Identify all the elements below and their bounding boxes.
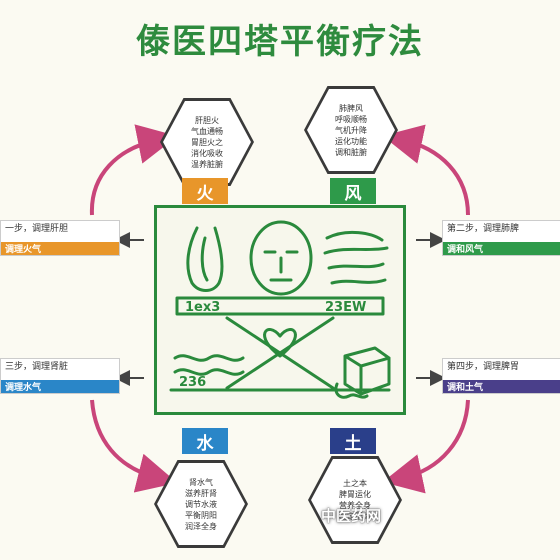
arrow-top-left [89,124,178,216]
side-box-right-top-line1: 第二步，调理肺脾 [443,221,560,242]
arrow-top-right [382,124,470,216]
side-box-right-bottom-line2: 调和土气 [443,380,560,393]
hexagon-water: 肾水气 滋养肝肾 调节水液 平衡阴阳 润泽全身 [154,460,248,548]
hexagon-wind-text: 肺脾风 呼吸顺畅 气机升降 运化功能 调和脏腑 [307,89,395,171]
wind-icon [323,230,389,285]
center-illustration: 1ex3 23EW 236 [154,205,406,415]
element-label-water: 水 [182,428,228,454]
water-icon [173,354,245,376]
hexagon-earth: 土之本 脾胃运化 营养全身 稳定形体 [308,456,402,544]
heart-icon [263,328,297,358]
center-label-bottom: 236 [179,375,206,390]
side-box-left-bottom-line1: 三步，调理肾脏 [1,359,119,380]
element-label-earth: 土 [330,428,376,454]
earth-icon [343,346,391,396]
center-label-left: 1ex3 [185,300,220,315]
side-box-right-top: 第二步，调理肺脾 调和风气 [442,220,560,256]
head-icon [249,220,313,296]
side-box-right-bottom-line1: 第四步，调理脾胃 [443,359,560,380]
flame-icon [186,226,224,292]
hexagon-fire-text: 肝胆火 气血通畅 胃胆火之 消化吸收 温养脏腑 [163,101,251,183]
side-box-right-top-line2: 调和风气 [443,242,560,255]
side-box-left-bottom: 三步，调理肾脏 调理水气 [0,358,120,394]
side-box-left-top: 一步，调理肝胆 调理火气 [0,220,120,256]
element-label-wind: 风 [330,178,376,204]
arrow-bottom-right [382,399,470,494]
side-box-left-bottom-line2: 调理水气 [1,380,119,393]
side-box-left-top-line2: 调理火气 [1,242,119,255]
arrow-bottom-left [90,399,178,493]
element-label-fire: 火 [182,178,228,204]
page-title: 傣医四塔平衡疗法 [136,22,424,62]
center-illustration-drawing: 1ex3 23EW 236 [169,220,391,399]
side-box-right-bottom: 第四步，调理脾胃 调和土气 [442,358,560,394]
watermark: 中医药网 [320,506,381,525]
hexagon-water-text: 肾水气 滋养肝肾 调节水液 平衡阴阳 润泽全身 [157,463,245,545]
hexagon-fire: 肝胆火 气血通畅 胃胆火之 消化吸收 温养脏腑 [160,98,254,186]
center-label-right: 23EW [325,300,366,315]
side-box-left-top-line1: 一步，调理肝胆 [1,221,119,242]
body-icon [225,316,335,390]
